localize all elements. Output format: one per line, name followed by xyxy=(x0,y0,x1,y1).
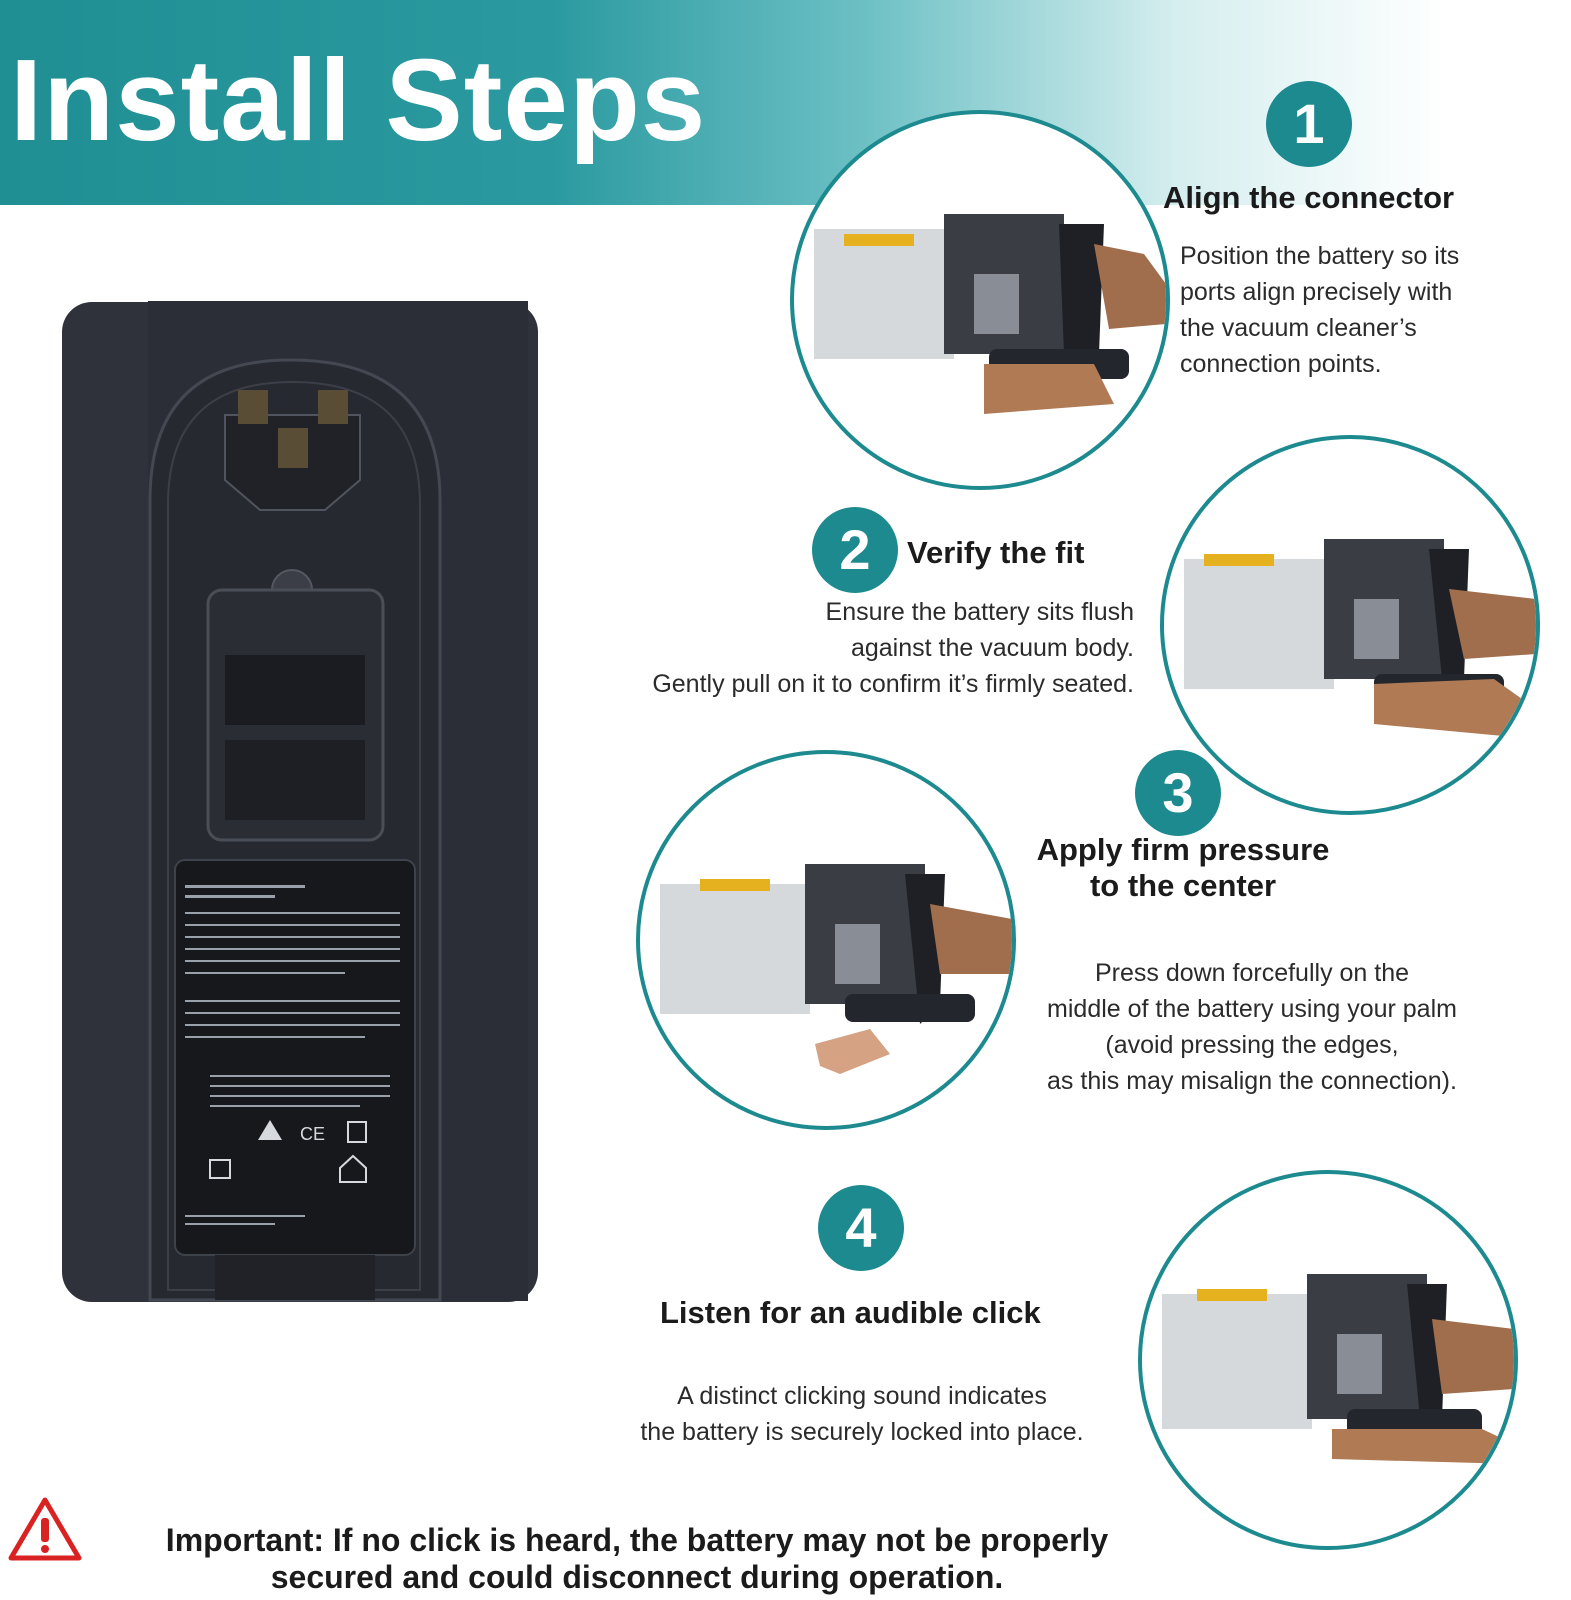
step-3-number: 3 xyxy=(1135,750,1221,836)
step-2-title: Verify the fit xyxy=(907,535,1085,570)
step-1-number: 1 xyxy=(1266,81,1352,167)
step-1-title: Align the connector xyxy=(1163,180,1455,215)
svg-text:CE: CE xyxy=(300,1124,325,1144)
step-1-description: Position the battery so its ports align … xyxy=(1180,242,1460,378)
step-3-photo xyxy=(636,750,1016,1130)
step-2-photo xyxy=(1160,435,1540,815)
step-2-number: 2 xyxy=(812,507,898,593)
step-3-description: Press down forcefully on the middle of t… xyxy=(1047,959,1457,1095)
step-4-title: Listen for an audible click xyxy=(660,1295,1041,1330)
step-3-title: Apply firm pressure to the center xyxy=(1036,832,1330,903)
battery-illustration: CE xyxy=(60,300,540,1310)
warning-triangle-icon xyxy=(8,1496,82,1562)
step-1-photo xyxy=(790,110,1170,490)
page-title: Install Steps xyxy=(10,35,707,165)
step-4-photo xyxy=(1138,1170,1518,1550)
step-4-number: 4 xyxy=(818,1185,904,1271)
step-2-description: Ensure the battery sits flush against th… xyxy=(652,598,1134,698)
warning-message: Important: If no click is heard, the bat… xyxy=(165,1522,1109,1595)
step-4-description: A distinct clicking sound indicates the … xyxy=(640,1382,1084,1446)
